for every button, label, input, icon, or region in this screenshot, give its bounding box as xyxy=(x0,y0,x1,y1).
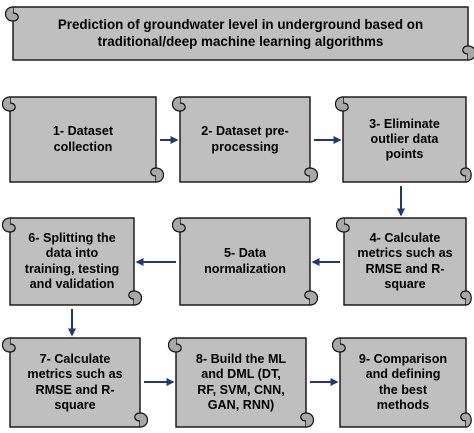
step-1-line: collection xyxy=(53,139,113,154)
step-9-line: the best xyxy=(378,382,428,397)
step-4-line: square xyxy=(384,276,426,291)
step-8-label: 8- Build the ML and DML (DT, RF, SVM, CN… xyxy=(176,338,306,427)
step-8-line: 8- Build the ML xyxy=(195,352,287,367)
step-4-line: 4- Calculate xyxy=(369,231,441,246)
step-9-line: 9- Comparison xyxy=(358,352,448,367)
step-4-label: 4- Calculate metrics such as RMSE and R-… xyxy=(344,218,466,305)
step-3-label: 3- Eliminate outlier data points xyxy=(343,97,466,182)
step-1-label: 1- Dataset collection xyxy=(10,97,156,182)
step-8-scroll xyxy=(167,337,315,428)
step-9-line: and defining xyxy=(365,367,441,382)
step-6-line: 6- Splitting the xyxy=(28,231,116,246)
step-8-line: RF, SVM, CNN, xyxy=(197,382,285,397)
step-3-line: points xyxy=(385,147,424,162)
step-1-line: 1- Dataset xyxy=(52,124,114,139)
step-6-label: 6- Splitting the data into training, tes… xyxy=(10,218,134,305)
title-line-1: Prediction of groundwater level in under… xyxy=(57,17,424,33)
step-8-line: and DML (DT, xyxy=(201,367,281,382)
step-6-scroll xyxy=(1,217,143,306)
step-7-scroll xyxy=(1,337,149,428)
step-2-line: processing xyxy=(211,139,279,154)
step-3-line: outlier data xyxy=(370,131,439,146)
step-3-line: 3- Eliminate xyxy=(369,116,440,131)
step-9-label: 9- Comparison and defining the best meth… xyxy=(340,338,466,427)
step-4-line: metrics such as xyxy=(357,246,453,261)
step-4-line: RMSE and R- xyxy=(365,261,445,276)
step-6-line: data into xyxy=(45,246,99,261)
step-1-scroll xyxy=(1,96,165,183)
step-7-line: RMSE and R- xyxy=(35,382,115,397)
step-7-label: 7- Calculate metrics such as RMSE and R-… xyxy=(10,338,140,427)
step-9-scroll xyxy=(331,337,472,428)
step-7-line: square xyxy=(54,397,96,412)
step-5-line: 5- Data xyxy=(224,246,266,261)
step-8-line: GAN, RNN) xyxy=(207,397,275,412)
step-6-line: and validation xyxy=(29,276,115,291)
step-9-line: methods xyxy=(376,397,430,412)
step-5-line: normalization xyxy=(204,261,286,276)
title-scroll xyxy=(4,6,474,61)
step-7-line: metrics such as xyxy=(27,367,123,382)
step-2-scroll xyxy=(171,96,319,183)
step-2-label: 2- Dataset pre- processing xyxy=(180,97,310,182)
diagram-title: Prediction of groundwater level in under… xyxy=(13,7,468,60)
step-2-line: 2- Dataset pre- xyxy=(201,124,289,139)
step-5-scroll xyxy=(171,217,319,306)
step-5-label: 5- Data normalization xyxy=(180,218,310,305)
step-4-scroll xyxy=(335,217,472,306)
step-7-line: 7- Calculate xyxy=(39,352,111,367)
step-3-scroll xyxy=(334,96,472,183)
title-line-2: traditional/deep machine learning algori… xyxy=(97,33,384,49)
step-6-line: training, testing xyxy=(24,261,120,276)
